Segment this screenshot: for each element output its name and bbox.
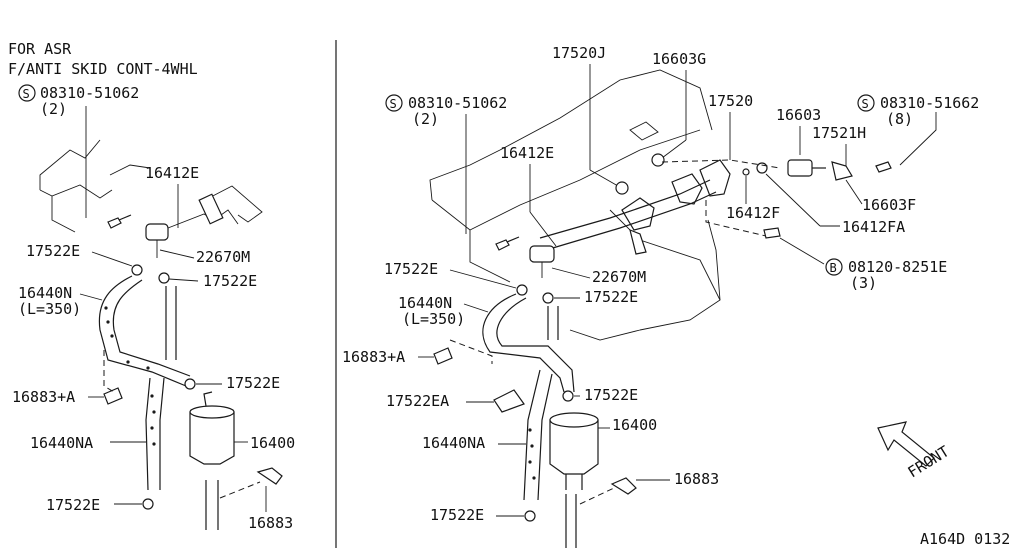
left-engine-outline xyxy=(39,139,263,233)
right-clip-16883 xyxy=(610,477,637,495)
right-s-bolt-a-qty: (2) xyxy=(412,110,439,128)
right-label-17520J: 17520J xyxy=(552,44,606,62)
left-header-line2: F/ANTI SKID CONT-4WHL xyxy=(8,60,198,78)
right-b-bolt-callout: B 08120-8251E (3) xyxy=(779,237,947,292)
right-label-17520: 17520 xyxy=(708,92,753,110)
b-symbol: B xyxy=(830,261,837,275)
right-part-16603G xyxy=(651,153,665,167)
left-hose-16440NA xyxy=(145,286,177,491)
right-panel: 17520J 16603G S 08310-51062 (2) 17520 16… xyxy=(342,44,1010,548)
right-label-16883: 16883 xyxy=(674,470,719,488)
left-label-16883: 16883 xyxy=(248,514,293,532)
right-hose-16440N xyxy=(482,293,575,393)
right-label-17521H: 17521H xyxy=(812,124,866,142)
left-label-16412E: 16412E xyxy=(145,164,199,182)
left-label-17522E-d: 17522E xyxy=(46,496,100,514)
left-clip-16883A xyxy=(103,387,123,405)
right-clamp-17522E-a xyxy=(516,284,528,296)
left-hose-16440N xyxy=(98,275,191,387)
s-symbol: S xyxy=(862,97,869,111)
right-s-bolt-callout-a: S 08310-51062 (2) xyxy=(385,94,520,251)
left-s-bolt-qty: (2) xyxy=(40,100,67,118)
left-label-22670M: 22670M xyxy=(196,248,250,266)
left-label-17522E-a: 17522E xyxy=(26,242,80,260)
right-part-17520J xyxy=(615,181,629,195)
right-engine-outline xyxy=(429,69,721,341)
right-label-16440NA: 16440NA xyxy=(422,434,485,452)
left-clamp-17522E-a xyxy=(131,264,143,276)
diagram-code: A164D 0132 xyxy=(920,530,1010,548)
left-s-bolt-code: 08310-51062 xyxy=(40,84,139,102)
right-label-17522E-d: 17522E xyxy=(430,506,484,524)
right-label-16603G: 16603G xyxy=(652,50,706,68)
s-symbol: S xyxy=(390,97,397,111)
left-label-16440N-len: (L=350) xyxy=(18,300,81,318)
right-label-17522E-a: 17522E xyxy=(384,260,438,278)
right-pressure-regulator xyxy=(529,245,555,278)
right-label-16440N: 16440N xyxy=(398,294,452,312)
front-label: FRONT xyxy=(905,442,953,481)
right-clip-16883A xyxy=(433,347,453,365)
left-panel: FOR ASR F/ANTI SKID CONT-4WHL S 08310-51… xyxy=(8,40,295,532)
left-fuel-filter-16400 xyxy=(189,391,235,465)
right-clamp-17522E-d xyxy=(524,510,536,522)
right-clamp-17522E-c xyxy=(562,390,574,402)
left-pressure-regulator xyxy=(145,193,239,258)
right-clip-17522EA xyxy=(493,389,525,413)
left-label-16440NA: 16440NA xyxy=(30,434,93,452)
left-clamp-17522E-c xyxy=(184,378,196,390)
right-label-17522EA: 17522EA xyxy=(386,392,449,410)
right-label-16603F: 16603F xyxy=(862,196,916,214)
left-clip-16883 xyxy=(256,467,283,485)
right-label-16440N-len: (L=350) xyxy=(402,310,465,328)
right-label-16412F: 16412F xyxy=(726,204,780,222)
right-label-17522E-c: 17522E xyxy=(584,386,638,404)
right-b-bolt-qty: (3) xyxy=(850,274,877,292)
left-label-16883A: 16883+A xyxy=(12,388,75,406)
right-s-bolt-a-code: 08310-51062 xyxy=(408,94,507,112)
right-s-bolt-callout-b: S 08310-51662 (8) xyxy=(857,94,979,173)
right-s-bolt-b-qty: (8) xyxy=(886,110,913,128)
right-fuel-rail xyxy=(539,159,853,255)
right-s-bolt-b-code: 08310-51662 xyxy=(880,94,979,112)
right-label-16400: 16400 xyxy=(612,416,657,434)
left-label-16400: 16400 xyxy=(250,434,295,452)
right-hose-16440NA xyxy=(523,369,553,501)
s-symbol: S xyxy=(23,87,30,101)
right-label-16603: 16603 xyxy=(776,106,821,124)
left-label-17522E-c: 17522E xyxy=(226,374,280,392)
left-clamp-17522E-b xyxy=(158,272,170,284)
right-label-17522E-b: 17522E xyxy=(584,288,638,306)
right-label-16412E: 16412E xyxy=(500,144,554,162)
left-s-bolt-callout: S 08310-51062 (2) xyxy=(18,84,139,229)
left-bolt xyxy=(107,214,132,229)
right-clamp-17522E-b xyxy=(542,292,554,304)
front-arrow-icon xyxy=(877,421,935,467)
left-label-17522E-b: 17522E xyxy=(203,272,257,290)
right-label-16412FA: 16412FA xyxy=(842,218,905,236)
right-b-bolt-code: 08120-8251E xyxy=(848,258,947,276)
right-fuel-filter-16400 xyxy=(549,412,599,490)
s-symbol-circle xyxy=(18,84,36,102)
left-label-16440N: 16440N xyxy=(18,284,72,302)
right-label-16883A: 16883+A xyxy=(342,348,405,366)
right-label-22670M: 22670M xyxy=(592,268,646,286)
left-header-line1: FOR ASR xyxy=(8,40,72,58)
left-clamp-17522E-d xyxy=(142,498,154,510)
